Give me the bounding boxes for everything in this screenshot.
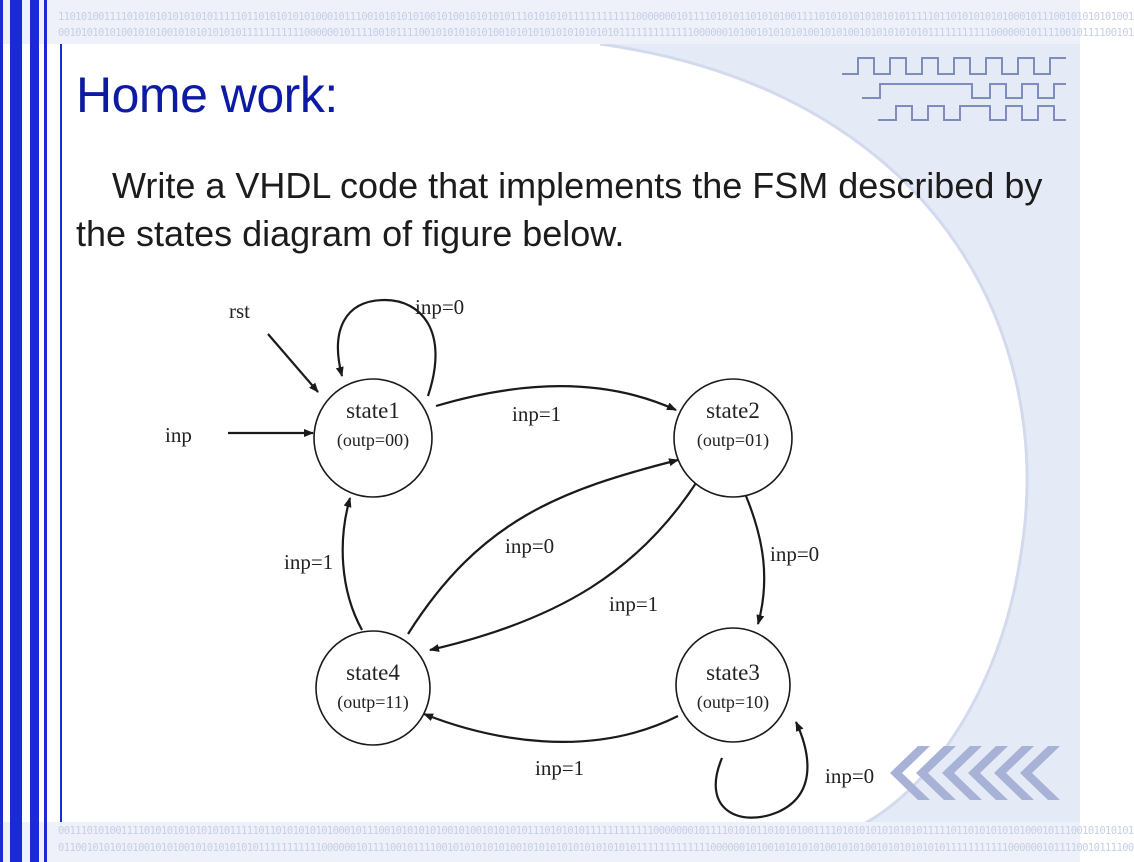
decorative-arc (600, 44, 1080, 826)
top-pattern-band (0, 0, 1080, 44)
state-output-4: (outp=11) (337, 692, 408, 713)
state-name-2: state2 (706, 398, 760, 423)
label-state4-state2: inp=0 (505, 534, 554, 558)
label-state3-state3: inp=0 (825, 764, 874, 788)
slide-title: Home work: (76, 67, 338, 123)
state-output-2: (outp=01) (697, 430, 769, 451)
arrow-state2-state4 (429, 479, 699, 652)
chevron-arrows-icon (890, 746, 1060, 800)
reset-label: rst (229, 299, 250, 323)
state-node-4: state4 (outp=11) (315, 630, 431, 746)
binary-pattern-bottom-2: 0110010101010100101010010101010101011111… (58, 842, 1134, 854)
left-thin-bar (0, 0, 3, 862)
state-name-1: state1 (346, 398, 400, 423)
fsm-state-diagram: state1 (outp=00) state2 (outp=01) state3… (165, 295, 874, 819)
state-circle-3 (675, 627, 791, 743)
label-state1-state1: inp=0 (415, 295, 464, 319)
state-output-1: (outp=00) (337, 430, 409, 451)
waveform-icon (842, 57, 1066, 121)
state-name-4: state4 (346, 660, 400, 685)
slide-body-text: Write a VHDL code that implements the FS… (76, 165, 1043, 254)
state-output-3: (outp=10) (697, 692, 769, 713)
arrow-state1-state2 (435, 385, 677, 412)
bottom-pattern-band (0, 822, 1080, 862)
state-node-3: state3 (outp=10) (675, 627, 791, 743)
arrow-state3-state3 (714, 721, 809, 819)
label-state4-state1: inp=1 (284, 550, 333, 574)
state-node-1: state1 (outp=00) (313, 378, 433, 498)
left-mid-bar (30, 0, 39, 862)
state-circle-2 (673, 378, 793, 498)
arrow-state3-state4 (423, 712, 679, 743)
left-thick-bar (10, 0, 22, 862)
binary-pattern-top-2: 0010101010100101010010101010101011111111… (58, 27, 1134, 39)
transition-arrows (228, 298, 809, 819)
binary-pattern-bottom-1: 0011101010011110101010101010101111101101… (58, 825, 1134, 837)
label-state3-state4: inp=1 (535, 756, 584, 780)
binary-pattern-top-1: 1101010011110101010101010101111101101010… (58, 11, 1134, 23)
state-circle-4 (315, 630, 431, 746)
arrow-state4-state1 (341, 497, 363, 631)
label-state2-state3: inp=0 (770, 542, 819, 566)
label-state2-state4: inp=1 (609, 592, 658, 616)
reset-arrow (267, 333, 319, 393)
state-node-2: state2 (outp=01) (673, 378, 793, 498)
arrow-state4-state2 (407, 458, 679, 635)
arrow-state1-state1 (335, 298, 437, 397)
left-guide-line (60, 44, 62, 822)
slide-background (0, 0, 1080, 862)
state-circle-1 (313, 378, 433, 498)
label-state1-state2: inp=1 (512, 402, 561, 426)
left-inner-bar (44, 0, 47, 862)
state-name-3: state3 (706, 660, 760, 685)
arrow-state2-state3 (744, 495, 766, 625)
input-label: inp (165, 423, 192, 447)
